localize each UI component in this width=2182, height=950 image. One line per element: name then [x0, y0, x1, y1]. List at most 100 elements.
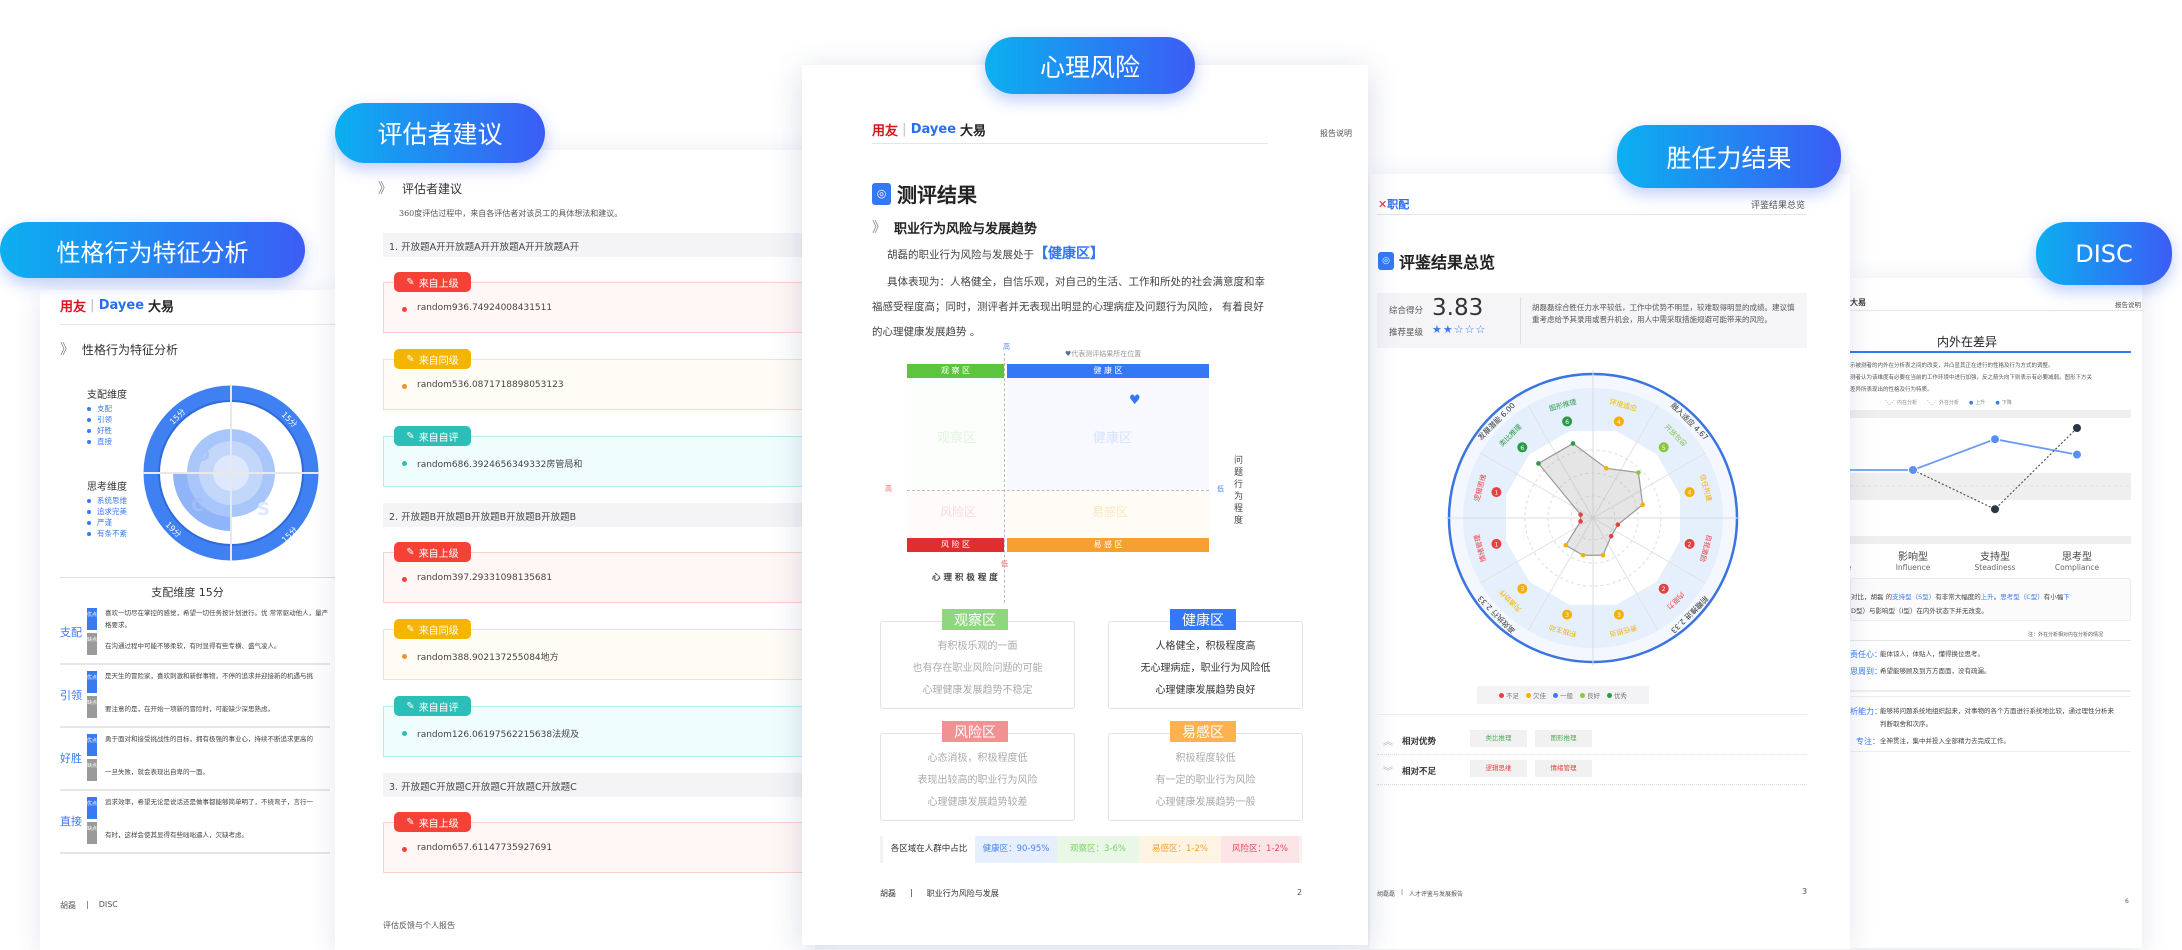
legend-item: 优秀 — [1607, 690, 1627, 700]
trait-label: 引领 — [97, 415, 112, 424]
star-filled-icon: ★ — [1432, 323, 1443, 336]
feedback-source-tag: ✎来自同级 — [394, 619, 471, 639]
zone-box: 风险区心态消极，积极程度低表现出较高的职业行为风险心理健康发展趋势较差 — [880, 721, 1075, 821]
distribution-label: 各区域在人群中占比 — [883, 836, 975, 863]
star-rating: ★★☆☆☆ — [1432, 323, 1486, 336]
radar-value: 6 — [1520, 445, 1524, 452]
page-number: 2 — [1297, 888, 1303, 897]
source-label: 来自自评 — [418, 702, 459, 714]
trait-desc: 能够将问题系统地组织起来，对事物的各个方面进行系统地比较，通过理性分析来判断取舍… — [1880, 707, 2114, 728]
radar-level-badge — [1517, 583, 1528, 594]
legend-item: ●上升 — [1969, 399, 1985, 406]
tab-personality-analysis[interactable]: 性格行为特征分析 — [0, 222, 305, 278]
heart-icon: ♥ — [1065, 350, 1072, 358]
category-cn: 思考型 — [2062, 552, 2092, 563]
star-empty-icon: ☆ — [1464, 323, 1476, 336]
disc-note: 注：外在分析相对内在分析的情况 — [2028, 632, 2104, 638]
external-point — [1908, 465, 1918, 475]
tab-evaluator-advice[interactable]: 评估者建议 — [335, 103, 545, 163]
trait-label: 有条不紊 — [97, 529, 127, 538]
external-series-line — [1850, 438, 2078, 471]
radar-point — [1580, 552, 1586, 558]
feedback-source-tag: ✎来自上级 — [394, 272, 471, 292]
internal-point — [2073, 424, 2081, 432]
bullet-icon — [87, 407, 91, 411]
band-bottom — [1850, 536, 2131, 544]
radar-level-badge — [1658, 583, 1669, 594]
compliance-label: 思考维度 — [87, 482, 127, 493]
star-empty-icon: ☆ — [1475, 323, 1487, 336]
tab-disc[interactable]: DISC — [2036, 222, 2172, 285]
disc-summary-box: 对比，胡磊 的支持型（S型）有非常大幅度的上升。思考型（C型）有小幅下 D型）与… — [1850, 578, 2131, 621]
edit-icon: ✎ — [406, 276, 415, 288]
radar-value: 3 — [1617, 612, 1621, 619]
star-empty-icon: ☆ — [1453, 323, 1465, 336]
legend-item: 良好 — [1580, 690, 1600, 700]
axis-low-bottom: 低 — [1001, 560, 1008, 568]
radar-value: 4 — [1688, 490, 1692, 497]
band-healthy: 健 康 区 — [1007, 364, 1209, 378]
trait-label: 系统思维 — [97, 496, 127, 505]
legend-item: ●下降 — [1995, 399, 2011, 406]
tab-psych-risk[interactable]: 心理风险 — [985, 37, 1195, 94]
trait-con: 要注意的是，在开始一项新的冒险时，可能缺少深思熟虑。 — [105, 705, 274, 713]
strength-tag: 图形推理 — [1535, 730, 1592, 747]
weakness-tag: 逻辑思维 — [1470, 760, 1527, 777]
summary-rise: 上升 — [1980, 593, 1994, 601]
source-label: 来自自评 — [418, 432, 459, 444]
chevron-down-icon: ︾ — [1383, 767, 1393, 778]
section-title: 评估者建议 — [402, 181, 463, 196]
radar-level-badge — [1613, 416, 1624, 427]
feedback-source-tag: ✎来自自评 — [394, 426, 471, 446]
trait-pro: 是天生的冒险家，喜欢刺激和新鲜事物，不停的追求并迎接新的机遇与挑 — [105, 672, 313, 680]
band-susceptible: 易 感 区 — [1007, 538, 1209, 552]
page-title: 内外在差异 — [1937, 335, 1998, 349]
legend-marker-icon: ● — [1995, 400, 2000, 406]
page-title: 评鉴结果总览 — [1399, 253, 1496, 272]
bullet-icon — [402, 577, 407, 582]
legend-dot-icon — [1526, 693, 1531, 698]
trait-row: 直接优点缺点追求效率，希望无论是说话还是做事都能够简单明了，不绕弯子，言行一有时… — [60, 791, 330, 854]
strength-label: 相对优势 — [1402, 737, 1437, 747]
radar-level-badge — [1613, 609, 1624, 620]
radar-point — [1608, 533, 1614, 539]
zhipei-logo: ✕职配 — [1378, 198, 1410, 211]
quadrant-s: S — [257, 499, 270, 520]
category-en: Compliance — [2054, 563, 2100, 572]
trait-desc: 全神贯注，集中并投入全部精力去完成工作。 — [1880, 737, 2010, 745]
legend-label: 外在分析 — [1939, 400, 1960, 406]
summary-text: 有小幅 — [2043, 593, 2064, 601]
trait-key: 专注： — [1856, 737, 1880, 746]
radar-point — [1578, 519, 1583, 524]
tab-competency-result[interactable]: 胜任力结果 — [1617, 125, 1841, 188]
footer-separator: | — [1401, 889, 1404, 896]
trait-name: 引领 — [60, 689, 82, 702]
bullet-icon — [402, 654, 407, 659]
feedback-source-tag: ✎来自上级 — [394, 542, 471, 562]
quadrant-c: C — [191, 495, 204, 516]
strength-tag: 类比推理 — [1470, 730, 1527, 747]
footer-title: DISC — [98, 900, 118, 909]
legend-item: 欠佳 — [1526, 690, 1546, 700]
legend-item: 一般 — [1553, 690, 1573, 700]
disc-difference-page: 大易 报告说明 内外在差异 示被测者的内外在分析表之间的改变，并凸显其正在进行的… — [1850, 278, 2142, 948]
trait-item: 追求完美 — [87, 506, 127, 517]
source-label: 来自上级 — [418, 818, 459, 830]
footer-title: 评估反馈与个人报告 — [383, 921, 455, 930]
trait-con: 在沟通过程中可能不够柔软，有时显得有些专横、盛气凌人。 — [105, 642, 281, 650]
competency-page: ✕职配 评鉴结果总览 ◎评鉴结果总览 综合得分 3.83 推荐星级 ★★☆☆☆ … — [1370, 174, 1850, 949]
radar-value: 6 — [1565, 419, 1569, 426]
bullet-icon — [402, 307, 407, 312]
trait-con: 一旦失败，就会表现出自卑的一面。 — [105, 768, 209, 776]
trait-item: 引领 — [87, 414, 127, 425]
result-prefix: 胡磊的职业行为风险与发展处于 — [887, 249, 1034, 261]
bullet-icon — [402, 847, 407, 852]
band-risk: 风 险 区 — [907, 538, 1004, 552]
location-pin-icon: ◎ — [872, 182, 891, 205]
trait-row: 好胜优点缺点勇于面对和接受挑战性的目标，拥有极强的事业心，持续不断追求更高的一旦… — [60, 728, 330, 791]
